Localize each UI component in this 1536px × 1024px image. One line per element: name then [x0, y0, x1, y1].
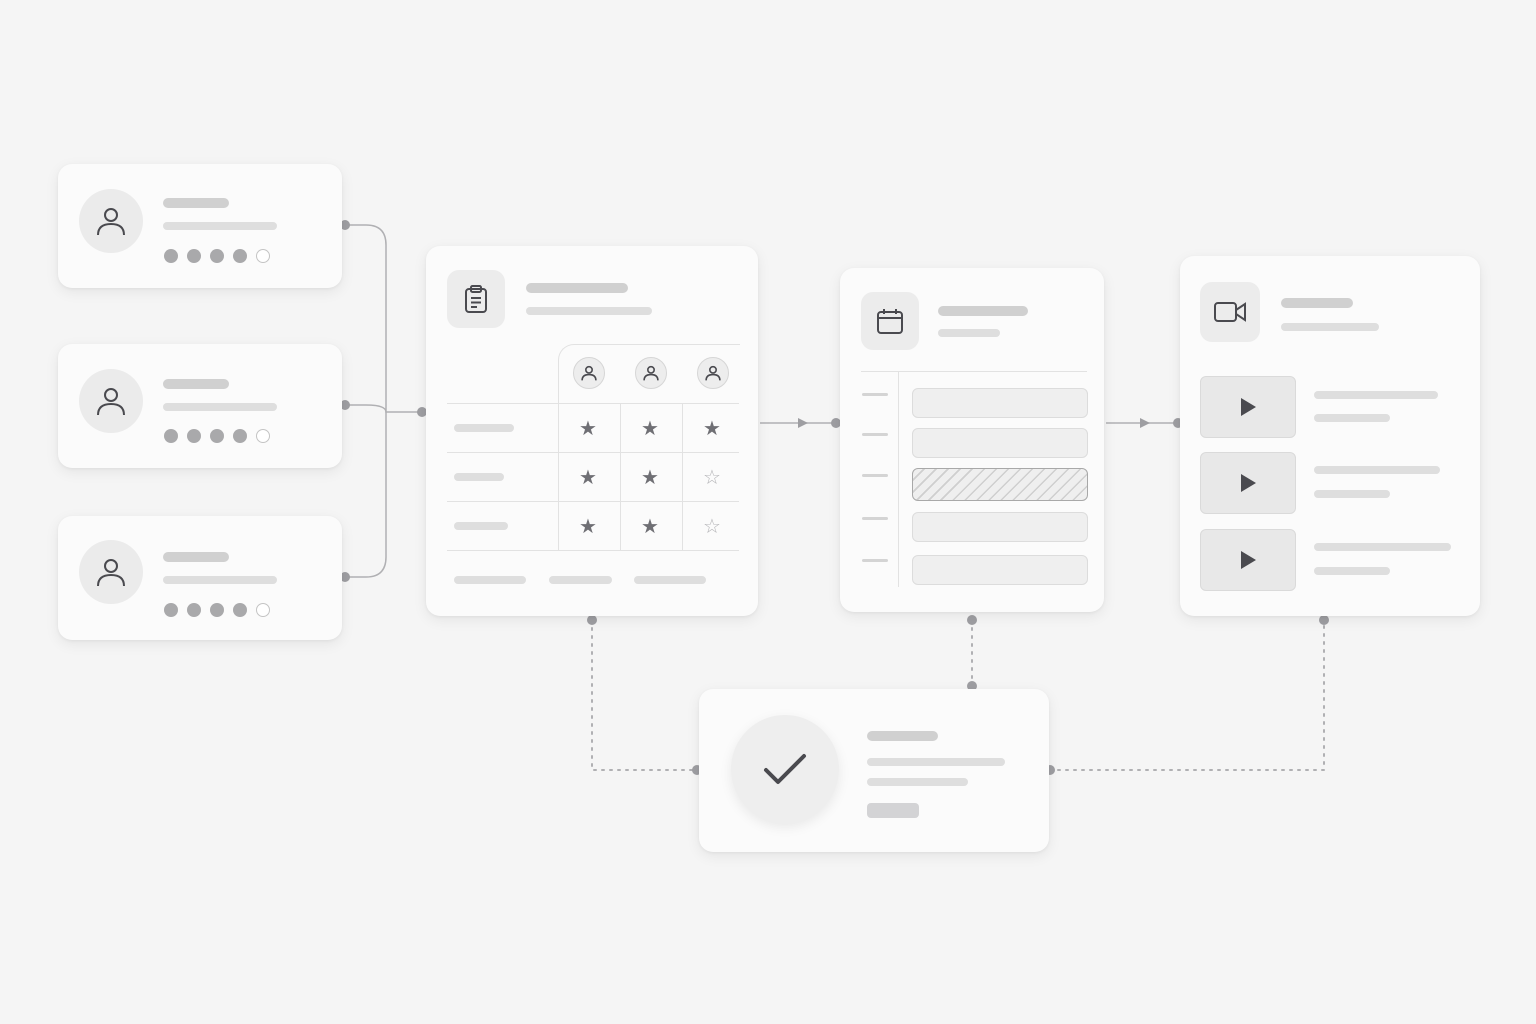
video-card[interactable]	[1180, 256, 1480, 616]
time-slot[interactable]	[912, 388, 1088, 418]
time-slot[interactable]	[912, 428, 1088, 458]
star-filled-icon[interactable]: ★	[579, 416, 597, 440]
star-filled-icon[interactable]: ★	[641, 514, 659, 538]
check-circle	[731, 715, 839, 823]
star-empty-icon[interactable]: ☆	[703, 465, 721, 489]
rating-dots	[164, 603, 270, 617]
title-placeholder	[1281, 298, 1353, 308]
matrix-divider	[447, 550, 739, 551]
subtitle-placeholder	[938, 329, 1000, 337]
detail-placeholder	[163, 403, 277, 411]
matrix-divider	[447, 501, 739, 502]
footer-placeholder	[549, 576, 612, 584]
footer-placeholder	[454, 576, 526, 584]
clipboard-icon	[465, 285, 487, 313]
star-filled-icon[interactable]: ★	[641, 465, 659, 489]
matrix-divider	[447, 452, 739, 453]
matrix-divider	[620, 403, 621, 550]
person-card[interactable]	[58, 344, 342, 468]
calendar-icon-box	[861, 292, 919, 350]
star-filled-icon[interactable]: ★	[641, 416, 659, 440]
video-meta-placeholder	[1314, 490, 1390, 498]
evaluation-matrix-card[interactable]: ★ ★ ★ ★ ★ ☆ ★ ★ ☆	[426, 246, 758, 616]
avatar	[79, 540, 143, 604]
time-label	[862, 393, 888, 396]
matrix-divider	[447, 403, 739, 404]
matrix-divider	[558, 403, 559, 550]
calendar-icon	[877, 309, 903, 334]
check-icon	[764, 754, 806, 784]
video-thumbnail[interactable]	[1200, 376, 1296, 438]
schedule-divider	[898, 371, 899, 587]
video-camera-icon	[1214, 302, 1246, 322]
reviewer-avatar	[697, 357, 729, 389]
play-icon[interactable]	[1238, 396, 1258, 418]
time-label	[862, 474, 888, 477]
detail-placeholder	[163, 222, 277, 230]
title-placeholder	[938, 306, 1028, 316]
avatar	[79, 189, 143, 253]
subtitle-placeholder	[1281, 323, 1379, 331]
video-meta-placeholder	[1314, 567, 1390, 575]
play-icon[interactable]	[1238, 472, 1258, 494]
title-placeholder	[526, 283, 628, 293]
time-label	[862, 433, 888, 436]
reviewer-avatar	[573, 357, 605, 389]
person-card[interactable]	[58, 164, 342, 288]
video-title-placeholder	[1314, 466, 1440, 474]
video-title-placeholder	[1314, 543, 1451, 551]
footer-placeholder	[634, 576, 706, 584]
name-placeholder	[163, 379, 229, 389]
star-filled-icon[interactable]: ★	[579, 465, 597, 489]
criterion-label	[454, 473, 504, 481]
user-icon	[97, 208, 125, 236]
criterion-label	[454, 424, 514, 432]
schedule-card[interactable]	[840, 268, 1104, 612]
detail-placeholder	[867, 778, 968, 786]
reviewer-avatar	[635, 357, 667, 389]
user-icon	[643, 365, 659, 381]
schedule-divider	[861, 371, 1087, 372]
time-slot[interactable]	[912, 512, 1088, 542]
time-slot-selected[interactable]	[912, 468, 1088, 501]
user-icon	[97, 559, 125, 587]
clipboard-icon-box	[447, 270, 505, 328]
status-badge	[867, 803, 919, 818]
video-title-placeholder	[1314, 391, 1438, 399]
time-slot[interactable]	[912, 555, 1088, 585]
video-thumbnail[interactable]	[1200, 452, 1296, 514]
name-placeholder	[163, 552, 229, 562]
time-label	[862, 517, 888, 520]
star-filled-icon[interactable]: ★	[579, 514, 597, 538]
matrix-divider	[682, 403, 683, 550]
star-filled-icon[interactable]: ★	[703, 416, 721, 440]
video-thumbnail[interactable]	[1200, 529, 1296, 591]
time-label	[862, 559, 888, 562]
avatar	[79, 369, 143, 433]
subtitle-placeholder	[526, 307, 652, 315]
video-camera-icon-box	[1200, 282, 1260, 342]
play-icon[interactable]	[1238, 549, 1258, 571]
title-placeholder	[867, 731, 938, 741]
user-icon	[581, 365, 597, 381]
video-meta-placeholder	[1314, 414, 1390, 422]
user-icon	[97, 388, 125, 416]
rating-dots	[164, 429, 270, 443]
matrix-header-frame	[558, 344, 740, 404]
detail-placeholder	[867, 758, 1005, 766]
user-icon	[705, 365, 721, 381]
detail-placeholder	[163, 576, 277, 584]
person-card[interactable]	[58, 516, 342, 640]
completion-card[interactable]	[699, 689, 1049, 852]
rating-dots	[164, 249, 270, 263]
criterion-label	[454, 522, 508, 530]
star-empty-icon[interactable]: ☆	[703, 514, 721, 538]
name-placeholder	[163, 198, 229, 208]
